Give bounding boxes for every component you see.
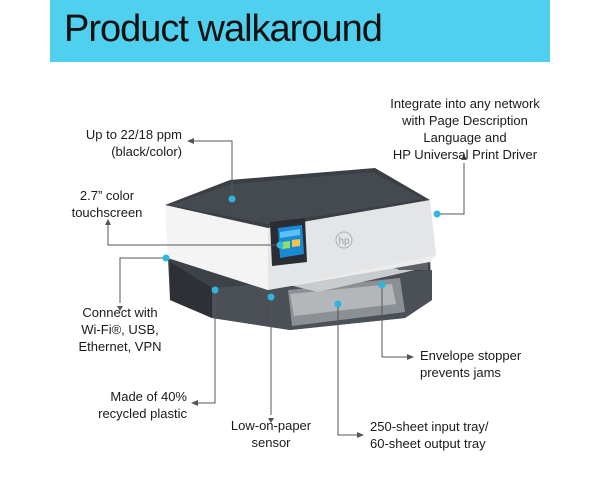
callout-dot-tray [334,300,342,308]
touchscreen-leader-line [107,225,280,246]
callout-dot-speed [228,195,236,203]
hp-logo-text: hp [338,236,350,247]
callout-speed: Up to 22/18 ppm (black/color) [62,126,182,160]
callout-recycled-line-1: Made of 40% [110,389,187,404]
callout-sensor-line-1: Low-on-paper [230,418,312,433]
touchscreen [278,225,304,258]
speed-leader-line [191,140,233,197]
callout-sensor-line-2: sensor [251,435,291,450]
callout-dot-sensor [267,293,275,301]
callout-speed-line-2: (black/color) [111,144,182,159]
page-title: Product walkaround [64,8,383,50]
callout-touchscreen-line-1: 2.7” color [79,188,135,203]
callout-network-line-2: with Page Description [402,113,528,128]
network-leader-line [437,163,465,215]
callout-sensor: Low-on-paper sensor [216,417,326,451]
callout-recycled: Made of 40% recycled plastic [62,388,187,422]
callout-network-line-1: Integrate into any network [390,96,540,111]
recycled-leader-line [195,290,216,404]
tray-leader-line [337,304,360,436]
title-banner: Product walkaround [50,0,550,62]
callout-connect-line-2: Wi-Fi®, USB, [81,322,159,337]
connect-leader-line [119,257,165,303]
callout-speed-line-1: Up to 22/18 ppm [85,127,182,142]
envelope-leader-line [381,286,411,358]
callout-network: Integrate into any network with Page Des… [360,95,570,163]
callout-dot-recycled [211,286,219,294]
callout-network-line-3: Language and [423,130,507,145]
callout-connect: Connect with Wi-Fi®, USB, Ethernet, VPN [60,304,180,355]
callout-dot-network [433,210,441,218]
callout-recycled-line-2: recycled plastic [98,406,187,421]
arrowheads [105,138,467,438]
callout-envelope-line-2: prevents jams [420,365,501,380]
callout-dot-connect [162,254,170,262]
callout-envelope: Envelope stopper prevents jams [420,347,570,381]
callout-connect-line-3: Ethernet, VPN [78,339,162,354]
output-tray [285,268,415,292]
callout-tray-line-2: 60-sheet output tray [370,436,486,451]
callout-dot-envelope [378,281,386,289]
callout-tray: 250-sheet input tray/ 60-sheet output tr… [370,418,540,452]
callout-tray-line-1: 250-sheet input tray/ [370,419,489,434]
callout-touchscreen: 2.7” color touchscreen [52,187,162,221]
hp-logo [335,231,353,249]
callout-touchscreen-line-2: touchscreen [71,205,143,220]
callout-connect-line-1: Connect with [82,305,158,320]
callout-envelope-line-1: Envelope stopper [420,348,522,363]
callout-dot-touchscreen [276,241,284,249]
callout-network-line-4: HP Universal Print Driver [392,147,538,162]
